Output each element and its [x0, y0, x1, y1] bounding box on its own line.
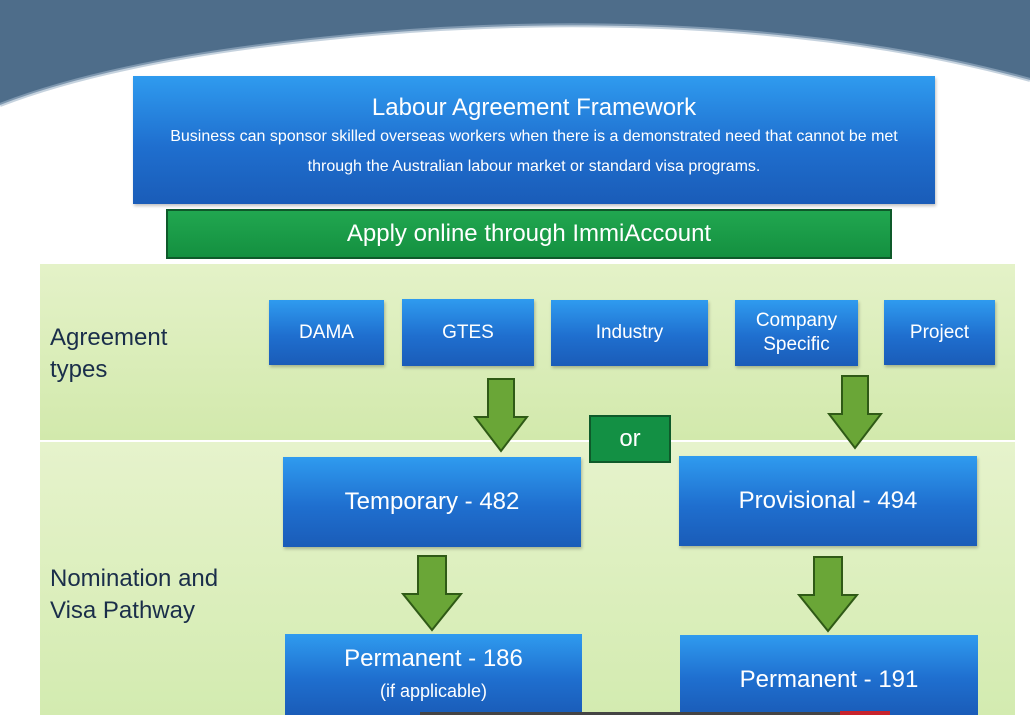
agreement-type-company-specific: Company Specific: [735, 300, 858, 366]
visa-provisional-494: Provisional - 494: [679, 456, 977, 546]
arrow-down-icon: [797, 556, 859, 633]
apply-online-bar: Apply online through ImmiAccount: [166, 209, 892, 259]
or-connector: or: [589, 415, 671, 463]
permanent-186-note: (if applicable): [379, 680, 488, 701]
agreement-types-label: Agreement types: [50, 324, 168, 383]
agreement-type-industry: Industry: [551, 300, 708, 366]
video-progress-marker: [840, 711, 890, 715]
agreement-type-dama: DAMA: [269, 300, 384, 365]
agreement-type-gtes: GTES: [402, 299, 534, 366]
framework-description: Business can sponsor skilled overseas wo…: [170, 128, 898, 175]
framework-title: Labour Agreement Framework: [371, 94, 697, 121]
framework-header-box: Labour Agreement Framework Business can …: [133, 76, 935, 204]
visa-permanent-186: Permanent - 186 (if applicable): [285, 634, 582, 715]
header-wave-background: [0, 0, 1030, 107]
arrow-down-icon: [401, 555, 463, 632]
visa-permanent-191: Permanent - 191: [680, 635, 978, 715]
arrow-down-icon: [827, 375, 883, 450]
visa-pathway-label: Nomination and Visa Pathway: [50, 565, 219, 624]
visa-temporary-482: Temporary - 482: [283, 457, 581, 547]
agreement-type-project: Project: [884, 300, 995, 365]
arrow-down-icon: [473, 378, 529, 453]
video-progress-track: [420, 712, 840, 715]
